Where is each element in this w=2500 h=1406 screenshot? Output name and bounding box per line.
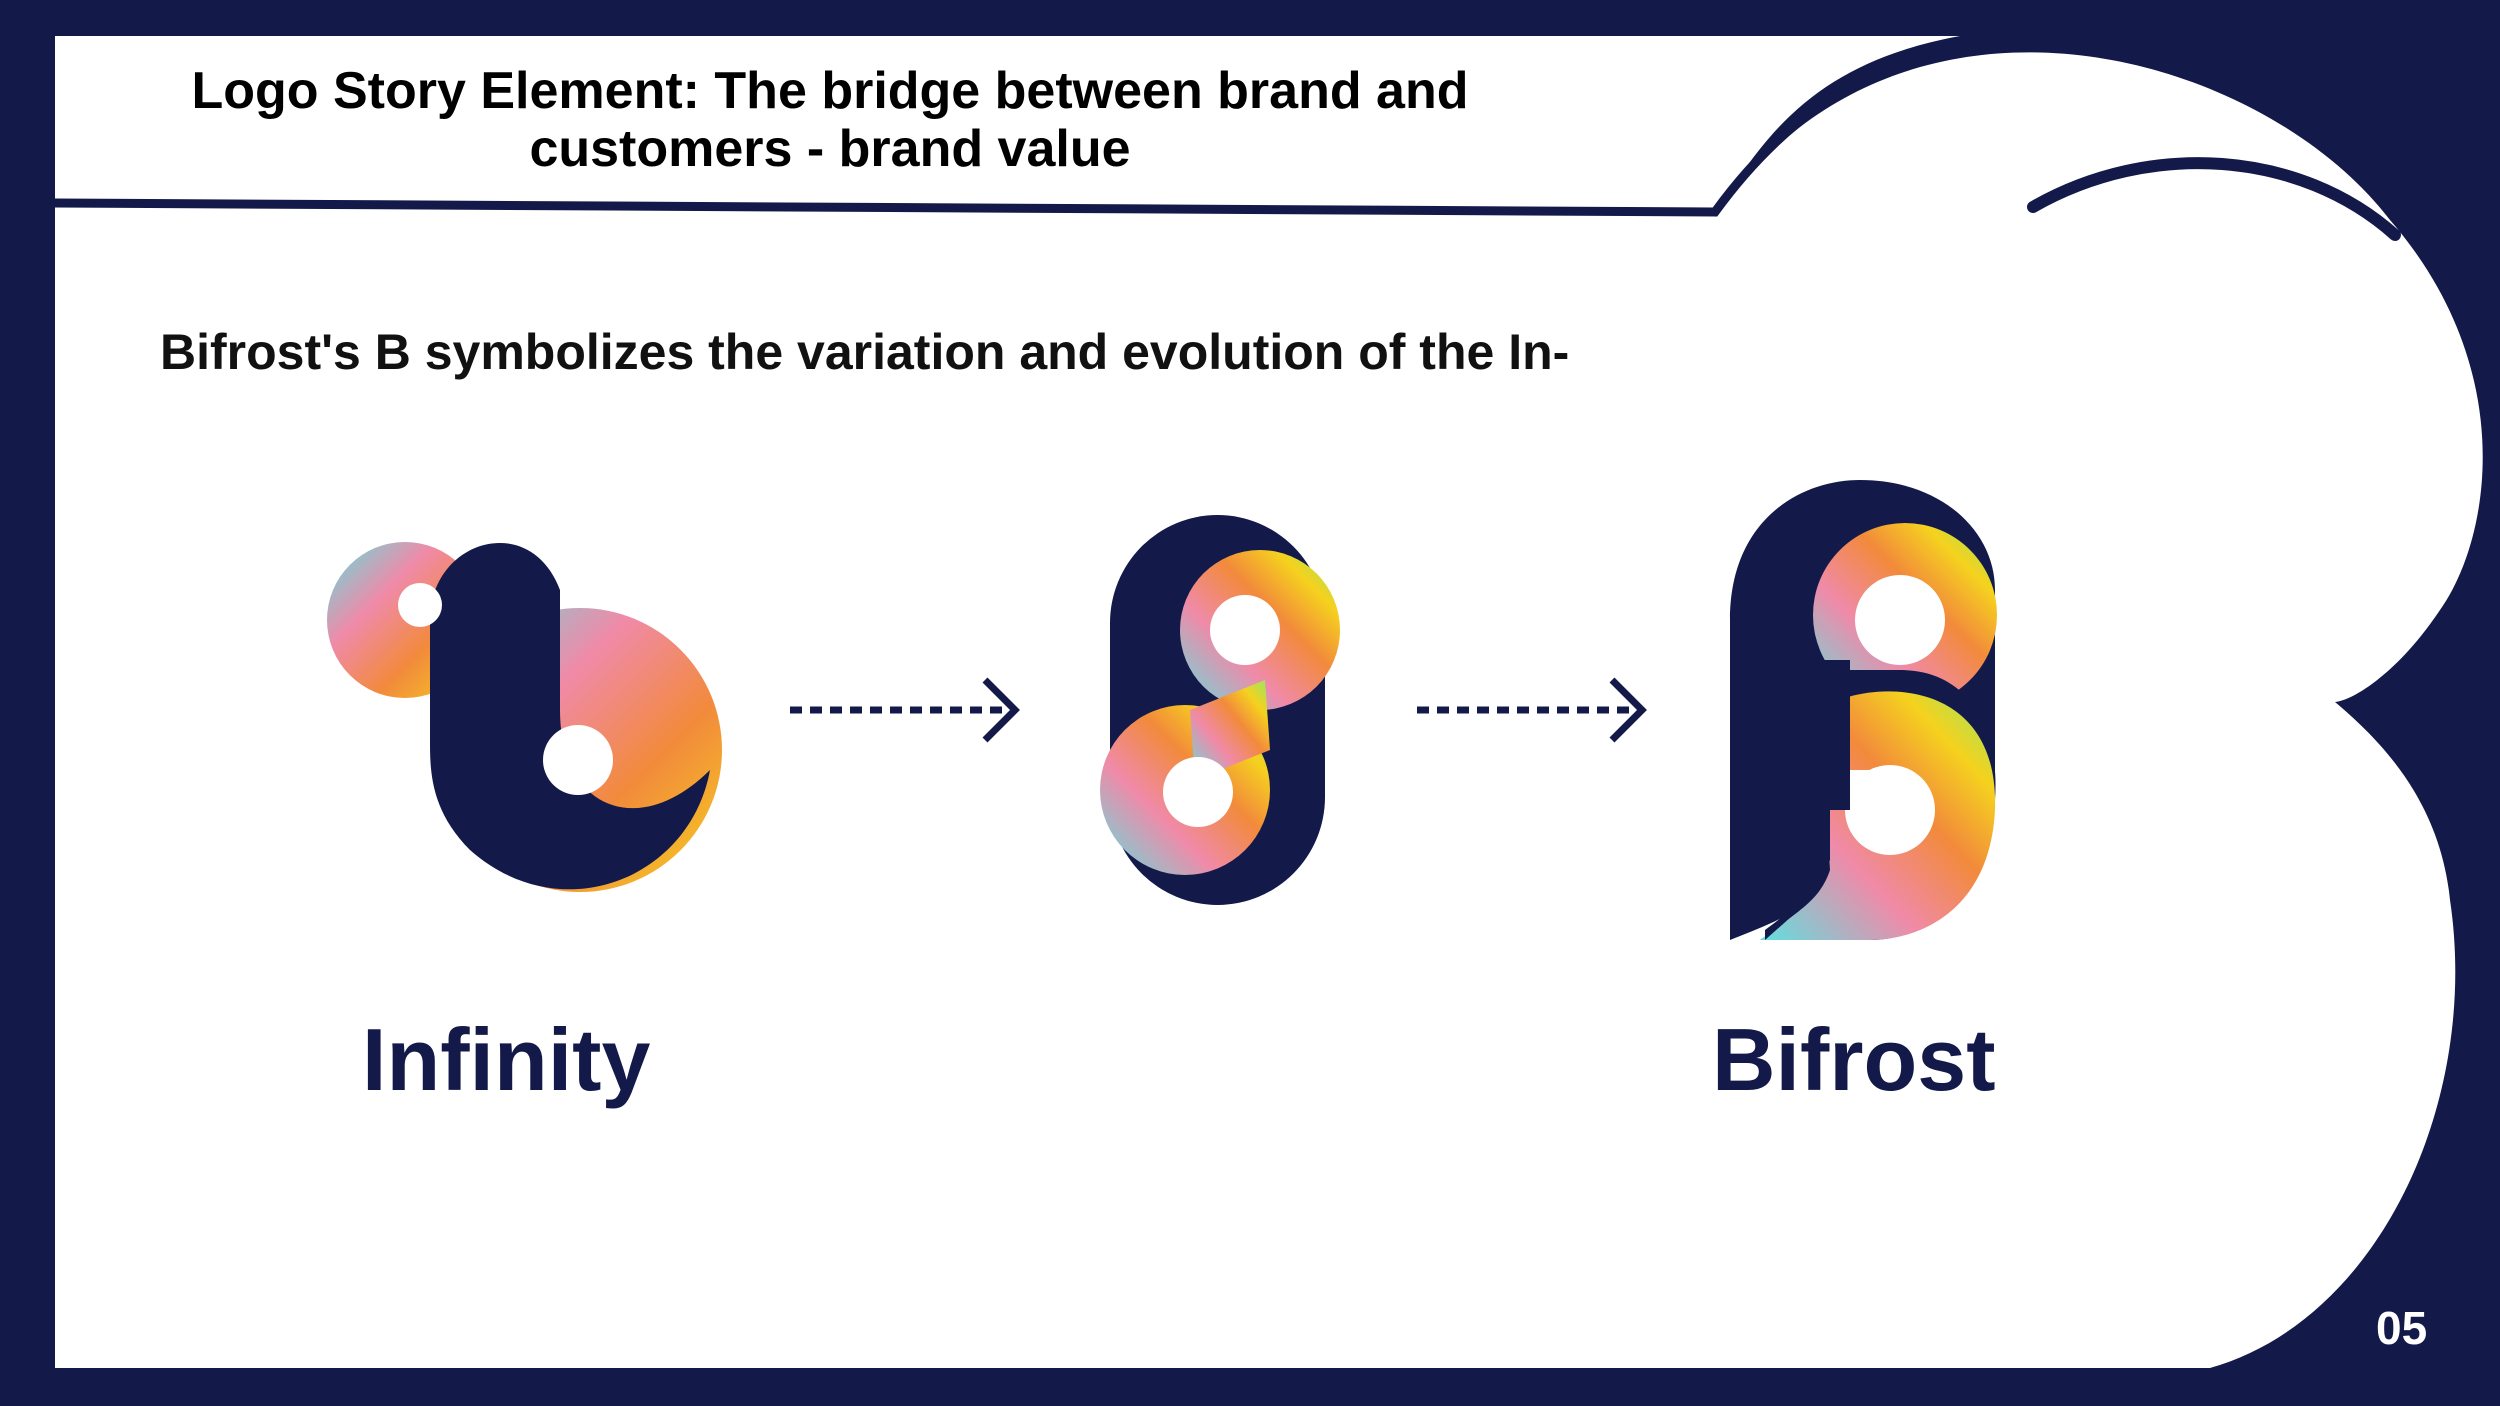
arrow-right-icon	[790, 677, 1020, 743]
header-line	[50, 37, 1995, 217]
bifrost-caption: Bifrost	[1712, 1010, 1996, 1109]
transition-logo	[1100, 515, 1340, 905]
infinity-logo	[327, 542, 722, 892]
page-number: 05	[2376, 1302, 2428, 1354]
slide-subtitle: Bifrost's B symbolizes the variation and…	[160, 324, 1570, 380]
decorative-swoosh	[2027, 157, 2401, 241]
header-strip	[55, 36, 1960, 217]
bifrost-logo	[1730, 480, 1997, 940]
slide-title: Logo Story Element: The bridge between b…	[191, 62, 1469, 178]
arrow-right-icon	[1417, 677, 1647, 743]
infinity-caption: Infinity	[362, 1010, 651, 1109]
